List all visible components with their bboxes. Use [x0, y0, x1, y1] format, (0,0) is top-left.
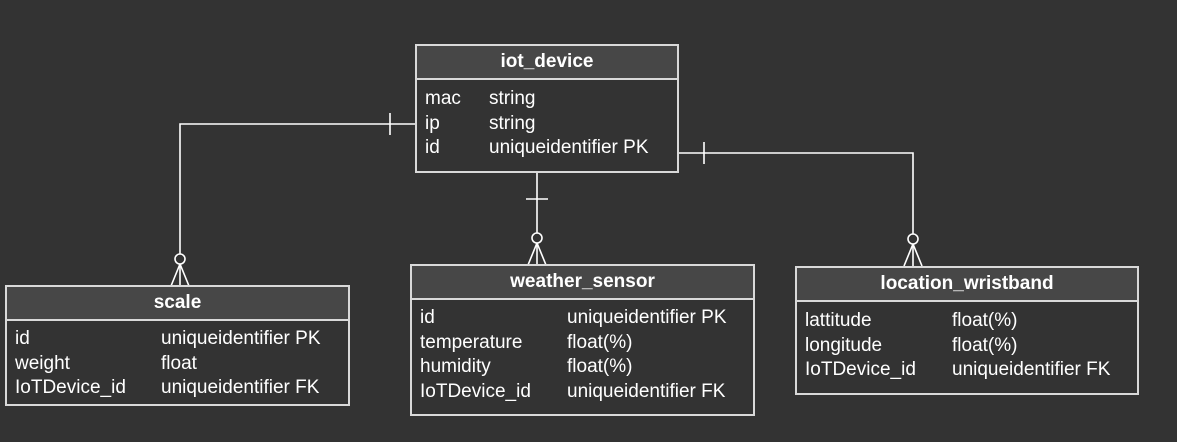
entity-weather-sensor[interactable]: weather_sensor id uniqueidentifier PK te…: [410, 264, 755, 416]
crowfoot-right: [536, 242, 547, 266]
attribute-row: id uniqueidentifier PK: [425, 136, 677, 161]
crowfoot-right: [179, 263, 190, 287]
attribute-name: IoTDevice_id: [420, 380, 531, 402]
attribute-row: humidity float(%): [420, 355, 753, 380]
entity-iot-device[interactable]: iot_device mac string ip string id uniqu…: [415, 44, 679, 173]
attribute-type: uniqueidentifier PK: [567, 307, 727, 328]
zero-cardinality-circle: [174, 253, 186, 265]
zero-cardinality-circle: [907, 233, 919, 245]
crowfoot-left: [903, 243, 914, 267]
crowfoot-left: [527, 242, 538, 266]
attribute-row: longitude float(%): [805, 334, 1137, 359]
entity-attributes: mac string ip string id uniqueidentifier…: [417, 80, 677, 161]
attribute-name: ip: [425, 112, 440, 134]
attribute-name: IoTDevice_id: [805, 359, 916, 380]
crowfoot-left: [170, 263, 181, 287]
attribute-row: mac string: [425, 87, 677, 112]
entity-attributes: lattitude float(%) longitude float(%) Io…: [797, 302, 1137, 383]
attribute-name: id: [425, 137, 440, 158]
entity-attributes: id uniqueidentifier PK temperature float…: [412, 300, 753, 404]
relationship-iot-device-location-wristband: [677, 142, 923, 267]
attribute-type: uniqueidentifier PK: [489, 137, 649, 158]
attribute-type: float(%): [567, 356, 633, 377]
attribute-type: uniqueidentifier FK: [161, 377, 320, 398]
attribute-type: float(%): [952, 310, 1018, 331]
entity-location-wristband[interactable]: location_wristband lattitude float(%) lo…: [795, 266, 1139, 395]
entity-title: location_wristband: [797, 268, 1137, 302]
zero-cardinality-circle: [531, 232, 543, 244]
attribute-row: IoTDevice_id uniqueidentifier FK: [15, 376, 348, 401]
attribute-row: id uniqueidentifier PK: [15, 327, 348, 352]
attribute-type: uniqueidentifier FK: [952, 359, 1111, 380]
attribute-name: id: [420, 307, 435, 328]
attribute-type: float(%): [952, 334, 1018, 356]
attribute-row: weight float: [15, 352, 348, 377]
attribute-row: lattitude float(%): [805, 309, 1137, 334]
attribute-row: id uniqueidentifier PK: [420, 306, 753, 331]
entity-title: scale: [7, 287, 348, 321]
relationship-iot-device-weather-sensor: [526, 172, 548, 266]
attribute-type: float: [161, 352, 197, 374]
attribute-name: humidity: [420, 356, 491, 377]
crowfoot-right: [912, 243, 923, 267]
relationship-iot-device-scale: [170, 113, 417, 287]
attribute-row: temperature float(%): [420, 331, 753, 356]
attribute-type: string: [489, 112, 536, 134]
attribute-row: IoTDevice_id uniqueidentifier FK: [420, 380, 753, 405]
attribute-name: IoTDevice_id: [15, 377, 126, 398]
entity-title: iot_device: [417, 46, 677, 80]
attribute-row: IoTDevice_id uniqueidentifier FK: [805, 358, 1137, 383]
entity-title: weather_sensor: [412, 266, 753, 300]
entity-attributes: id uniqueidentifier PK weight float IoTD…: [7, 321, 348, 401]
entity-scale[interactable]: scale id uniqueidentifier PK weight floa…: [5, 285, 350, 406]
attribute-type: uniqueidentifier FK: [567, 380, 726, 402]
attribute-name: weight: [15, 352, 70, 374]
attribute-name: lattitude: [805, 310, 872, 331]
attribute-name: temperature: [420, 331, 523, 353]
attribute-row: ip string: [425, 112, 677, 137]
attribute-name: id: [15, 328, 30, 349]
attribute-name: longitude: [805, 334, 883, 356]
attribute-name: mac: [425, 88, 461, 109]
attribute-type: uniqueidentifier PK: [161, 328, 321, 349]
attribute-type: float(%): [567, 331, 633, 353]
attribute-type: string: [489, 88, 536, 109]
